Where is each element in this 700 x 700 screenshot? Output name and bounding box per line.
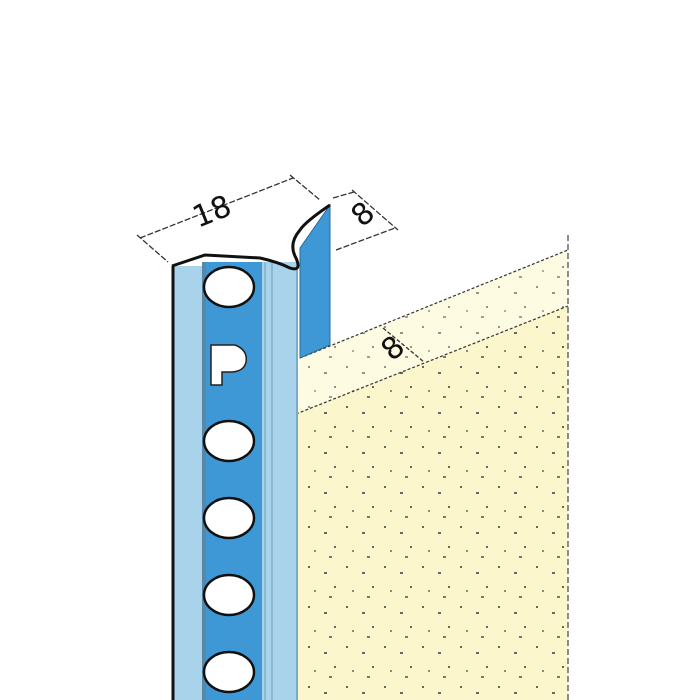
hole (202, 496, 256, 540)
dimension-label-8-flap: 8 (345, 195, 382, 234)
dimension-8-plaster (382, 327, 425, 363)
logo-p-cutout (210, 344, 248, 386)
profile-holes (202, 265, 256, 694)
hole (202, 265, 256, 309)
profile-flap (299, 203, 331, 359)
hole (202, 650, 256, 694)
profile-body (171, 203, 331, 700)
dimension-label-18: 18 (188, 189, 237, 236)
hole (202, 573, 256, 617)
hole (202, 419, 256, 463)
plaster-layer (295, 235, 569, 700)
dimension-8-flap (332, 189, 399, 251)
dimension-18 (136, 174, 321, 263)
